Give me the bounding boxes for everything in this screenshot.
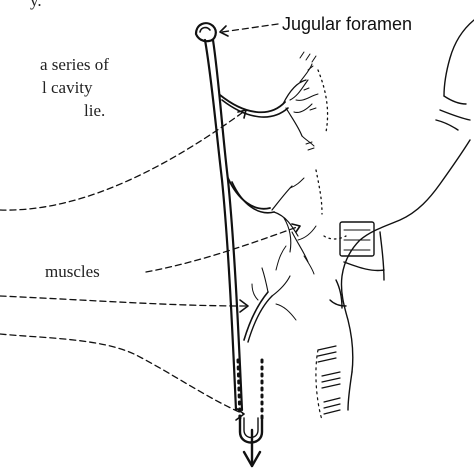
lower-branch bbox=[244, 268, 296, 342]
upper-branch bbox=[220, 64, 318, 146]
larynx-sketch bbox=[336, 222, 384, 308]
middle-branch bbox=[228, 178, 316, 274]
skin-contour-dots bbox=[316, 70, 346, 239]
face-throat-outline bbox=[330, 20, 474, 410]
jugular-foramen-knob bbox=[196, 23, 216, 41]
trachea-rings bbox=[316, 346, 340, 420]
leader-lines bbox=[0, 24, 300, 414]
nerve-trunk bbox=[205, 40, 242, 410]
muscle-hatching bbox=[300, 52, 316, 150]
